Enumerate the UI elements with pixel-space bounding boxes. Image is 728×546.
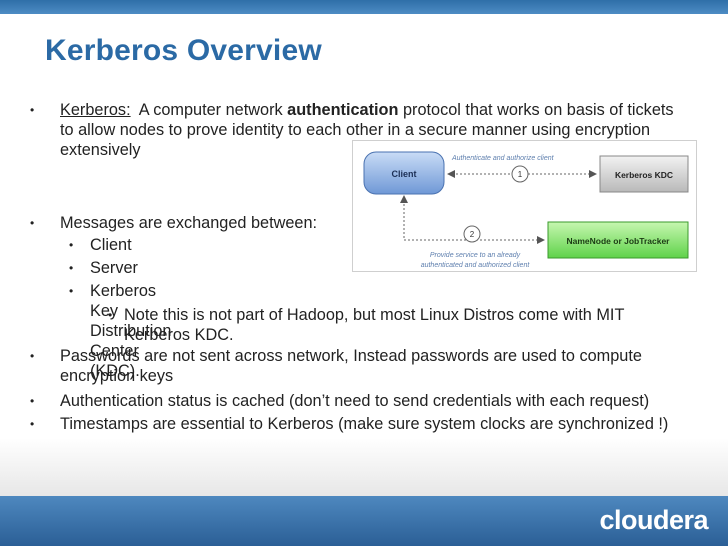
bullet-text: Kerberos Key Distribution Center (KDC).	[90, 282, 172, 380]
bullet-text: Passwords are not sent across network, I…	[60, 347, 642, 385]
bullet-text: Authentication status is cached (don’t n…	[60, 392, 650, 410]
namenode-node-label: NameNode or JobTracker	[567, 236, 671, 246]
diagram-frame	[352, 140, 697, 272]
bullet-marker: •	[69, 238, 74, 252]
definition-text-post: protocol that works on basis of tickets …	[60, 101, 674, 159]
bullet-marker: •	[30, 417, 35, 431]
step1-badge	[511, 165, 529, 183]
term-kerberos: Kerberos:	[60, 101, 131, 119]
term-authentication: authentication	[287, 101, 399, 119]
definition-text-pre: A computer network	[138, 101, 283, 119]
bullet-marker: •	[30, 394, 35, 408]
bullet-marker: •	[69, 284, 74, 298]
step2-badge	[463, 225, 481, 243]
cloudera-logo: cloudera	[599, 505, 708, 535]
client-node	[363, 151, 445, 195]
bullet-marker: •	[30, 349, 35, 363]
bullet-text: Client	[90, 236, 132, 254]
bullet-text: Kerberos: A computer network authenticat…	[60, 100, 680, 160]
kerberos-flow-diagram: Client Kerberos KDC NameNode or JobTrack…	[352, 140, 697, 272]
step2-label-line1: Provide service to an already	[430, 252, 521, 259]
kdc-node	[599, 155, 689, 193]
footer-fade	[0, 438, 728, 496]
step2-number: 2	[470, 230, 475, 239]
diagram-svg: Client Kerberos KDC NameNode or JobTrack…	[352, 140, 697, 272]
footer-bar	[0, 496, 728, 546]
service-flow-arrow	[400, 195, 545, 244]
step2-label-line2: authenticated and authorized client	[421, 262, 531, 269]
bullet-marker: •	[30, 216, 35, 230]
bullet-marker: •	[30, 103, 35, 117]
bullet-marker: •	[108, 308, 113, 322]
client-node-label: Client	[391, 169, 416, 179]
namenode-node	[547, 221, 689, 259]
step1-label: Authenticate and authorize client	[451, 155, 555, 162]
bullet-text: Server	[90, 259, 138, 277]
bullet-marker: •	[69, 261, 74, 275]
bullet-text: Note this is not part of Hadoop, but mos…	[124, 306, 625, 344]
bullet-text: Timestamps are essential to Kerberos (ma…	[60, 415, 669, 433]
step1-number: 1	[518, 170, 523, 179]
slide-title: Kerberos Overview	[45, 34, 322, 67]
bullet-text: Messages are exchanged between:	[60, 214, 318, 232]
top-accent-bar	[0, 0, 728, 14]
kdc-node-label: Kerberos KDC	[615, 170, 673, 180]
